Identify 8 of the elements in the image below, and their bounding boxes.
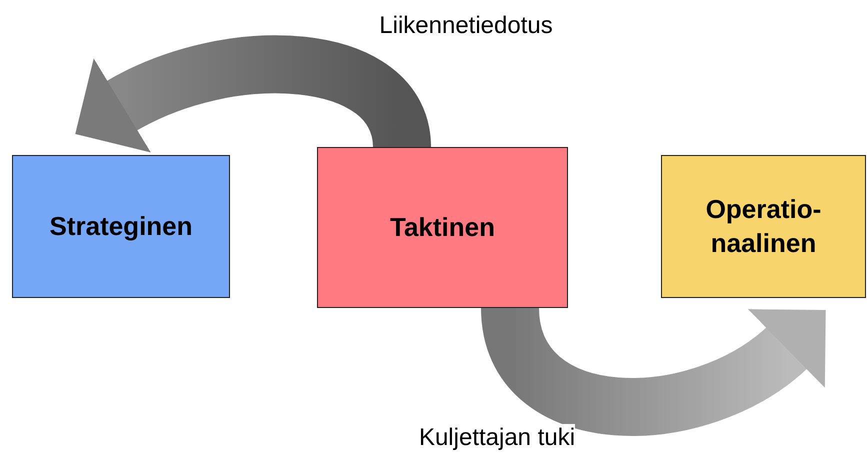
process-box	[12, 155, 230, 298]
box-label: Operatio-naalinen	[704, 192, 822, 260]
edge-label: Kuljettajan tuki	[418, 424, 576, 452]
box-label: Strateginen	[49, 210, 193, 243]
curved-arrow	[74, 35, 431, 154]
box-label: Taktinen	[390, 210, 495, 244]
process-box	[661, 155, 866, 298]
process-box	[317, 147, 568, 308]
